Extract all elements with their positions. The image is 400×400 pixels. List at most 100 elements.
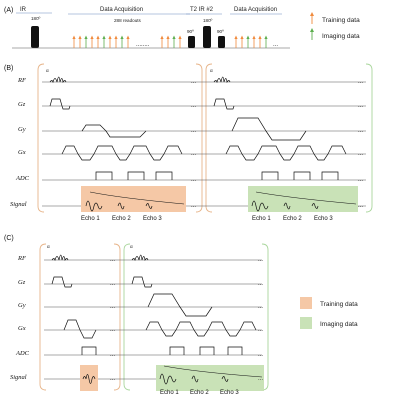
acq1-readout-arrows	[72, 35, 182, 48]
legend-c-imaging-label: Imaging data	[320, 321, 358, 328]
svg-text:...: ...	[358, 177, 363, 183]
b-gy-gradient-2	[231, 117, 307, 141]
svg-text:...: ...	[110, 352, 115, 358]
panel-c-right-bracket	[261, 243, 269, 391]
readout2-arrow-4-head	[252, 35, 256, 39]
b-rf-pulse-2	[213, 76, 231, 84]
svg-text:...: ...	[258, 304, 263, 310]
c-row-label-gx: Gx	[18, 325, 26, 332]
svg-text:...: ...	[191, 79, 196, 85]
svg-text:...: ...	[110, 257, 115, 263]
panel-c-ellipses: ... ... ... ... ... ... ... ... ... ... …	[110, 257, 263, 382]
c-signal-decay	[163, 365, 263, 378]
c-flip-angle-2: α	[130, 244, 133, 249]
b-gz-gradient-1	[49, 98, 71, 110]
b-adc-windows-2	[261, 171, 339, 180]
readouts-label: 288 readouts	[114, 18, 142, 23]
b-flip-angle-2: α	[210, 68, 213, 73]
svg-text:...: ...	[358, 128, 363, 134]
b-gx-gradient-2	[225, 145, 347, 161]
b-echo2-label-2: Echo 2	[283, 216, 302, 222]
acq2-dots: ...	[273, 42, 278, 48]
acq1-dots: ........	[136, 42, 150, 48]
panel-label-a: (A)	[4, 7, 13, 14]
b-echo3-label-1: Echo 3	[143, 216, 162, 222]
c-row-label-signal: Signal	[10, 374, 27, 381]
b-gx-gradient-1	[61, 145, 183, 161]
b-echo3-label-2: Echo 3	[314, 216, 333, 222]
b-flip-angle-1: α	[46, 68, 49, 73]
svg-text:...: ...	[258, 257, 263, 263]
legend-c-training-swatch	[300, 297, 312, 309]
c-adc-windows-2	[169, 346, 243, 355]
legend-top-imaging-arrowhead	[310, 28, 314, 32]
b-imaging-box	[248, 186, 358, 212]
svg-text:...: ...	[258, 327, 263, 333]
legend-c-imaging-swatch	[300, 317, 312, 329]
svg-text:...: ...	[110, 304, 115, 310]
legend-top-training-arrowhead	[310, 12, 314, 16]
svg-text:...: ...	[110, 281, 115, 287]
readout-arrow-10-head	[126, 35, 130, 39]
svg-text:...: ...	[358, 79, 363, 85]
svg-text:...: ...	[110, 327, 115, 333]
svg-text:...: ...	[110, 376, 115, 382]
c-row-label-gy: Gy	[18, 302, 26, 309]
c-gx-gradient-1	[63, 319, 97, 339]
legend-top-training-label: Training data	[322, 17, 360, 24]
b-row-label-gy: Gy	[18, 126, 26, 133]
acq2-label: Data Acquisition	[234, 7, 277, 13]
c-echo1-label: Echo 1	[160, 390, 179, 396]
readout-arrow-late-4-head	[178, 35, 182, 39]
panel-b-mid-bracket-left	[205, 63, 213, 213]
panel-c-baselines	[44, 259, 262, 380]
panel-b-left-bracket	[37, 63, 45, 213]
c-rf-pulse-1	[51, 254, 69, 262]
svg-text:...: ...	[358, 103, 363, 109]
b-echo1-label-1: Echo 1	[81, 216, 100, 222]
c-echo2-label: Echo 2	[190, 390, 209, 396]
b-row-label-gz: Gz	[18, 101, 26, 108]
acq2-readout-arrows	[234, 35, 268, 48]
c-signal-echoes	[159, 373, 229, 385]
b-signal-echoes-2	[251, 200, 319, 212]
panel-b-ellipses: ... ... ... ... ... ... ... ... ... ... …	[191, 79, 363, 209]
readout2-arrow-1-head	[234, 35, 238, 39]
b-rf-pulse-1	[49, 76, 67, 84]
b-gy-gradient-1	[81, 124, 147, 138]
readout2-arrow-3-head	[246, 35, 250, 39]
readout-arrow-1-head	[72, 35, 76, 39]
svg-text:...: ...	[258, 352, 263, 358]
svg-text:...: ...	[191, 128, 196, 134]
c-imaging-box	[156, 365, 264, 391]
readout2-arrow-6-head	[264, 35, 268, 39]
b-echo2-label-1: Echo 2	[112, 216, 131, 222]
readout2-arrow-2-head	[240, 35, 244, 39]
readout-arrow-2-head	[78, 35, 82, 39]
b-adc-windows-1	[95, 171, 173, 180]
legend-top-imaging-label: Imaging data	[322, 33, 360, 40]
c-signal-training-echo	[82, 374, 96, 384]
b-row-label-rf: RF	[17, 77, 27, 84]
readout-arrow-3-head	[84, 35, 88, 39]
legend-c-training-label: Training data	[320, 301, 358, 308]
ir-pulse	[31, 26, 39, 48]
c-row-label-gz: Gz	[18, 279, 26, 286]
b-signal-echoes-1	[85, 200, 153, 212]
panel-label-b: (B)	[4, 65, 13, 72]
b-training-box	[81, 186, 186, 212]
ir-label: IR	[20, 7, 27, 13]
svg-text:...: ...	[191, 177, 196, 183]
panel-label-c: (C)	[4, 235, 14, 242]
readout-arrow-late-1-head	[160, 35, 164, 39]
readout-arrow-5-head	[96, 35, 100, 39]
svg-text:...: ...	[258, 281, 263, 287]
panel-c-mid-bracket-right	[113, 243, 121, 391]
t2-pulse-90-b	[218, 36, 225, 48]
b-row-label-adc: ADC	[15, 175, 30, 182]
t2-pulse-90-a	[188, 36, 195, 48]
readout-arrow-7-head	[108, 35, 112, 39]
readout2-arrow-5-head	[258, 35, 262, 39]
